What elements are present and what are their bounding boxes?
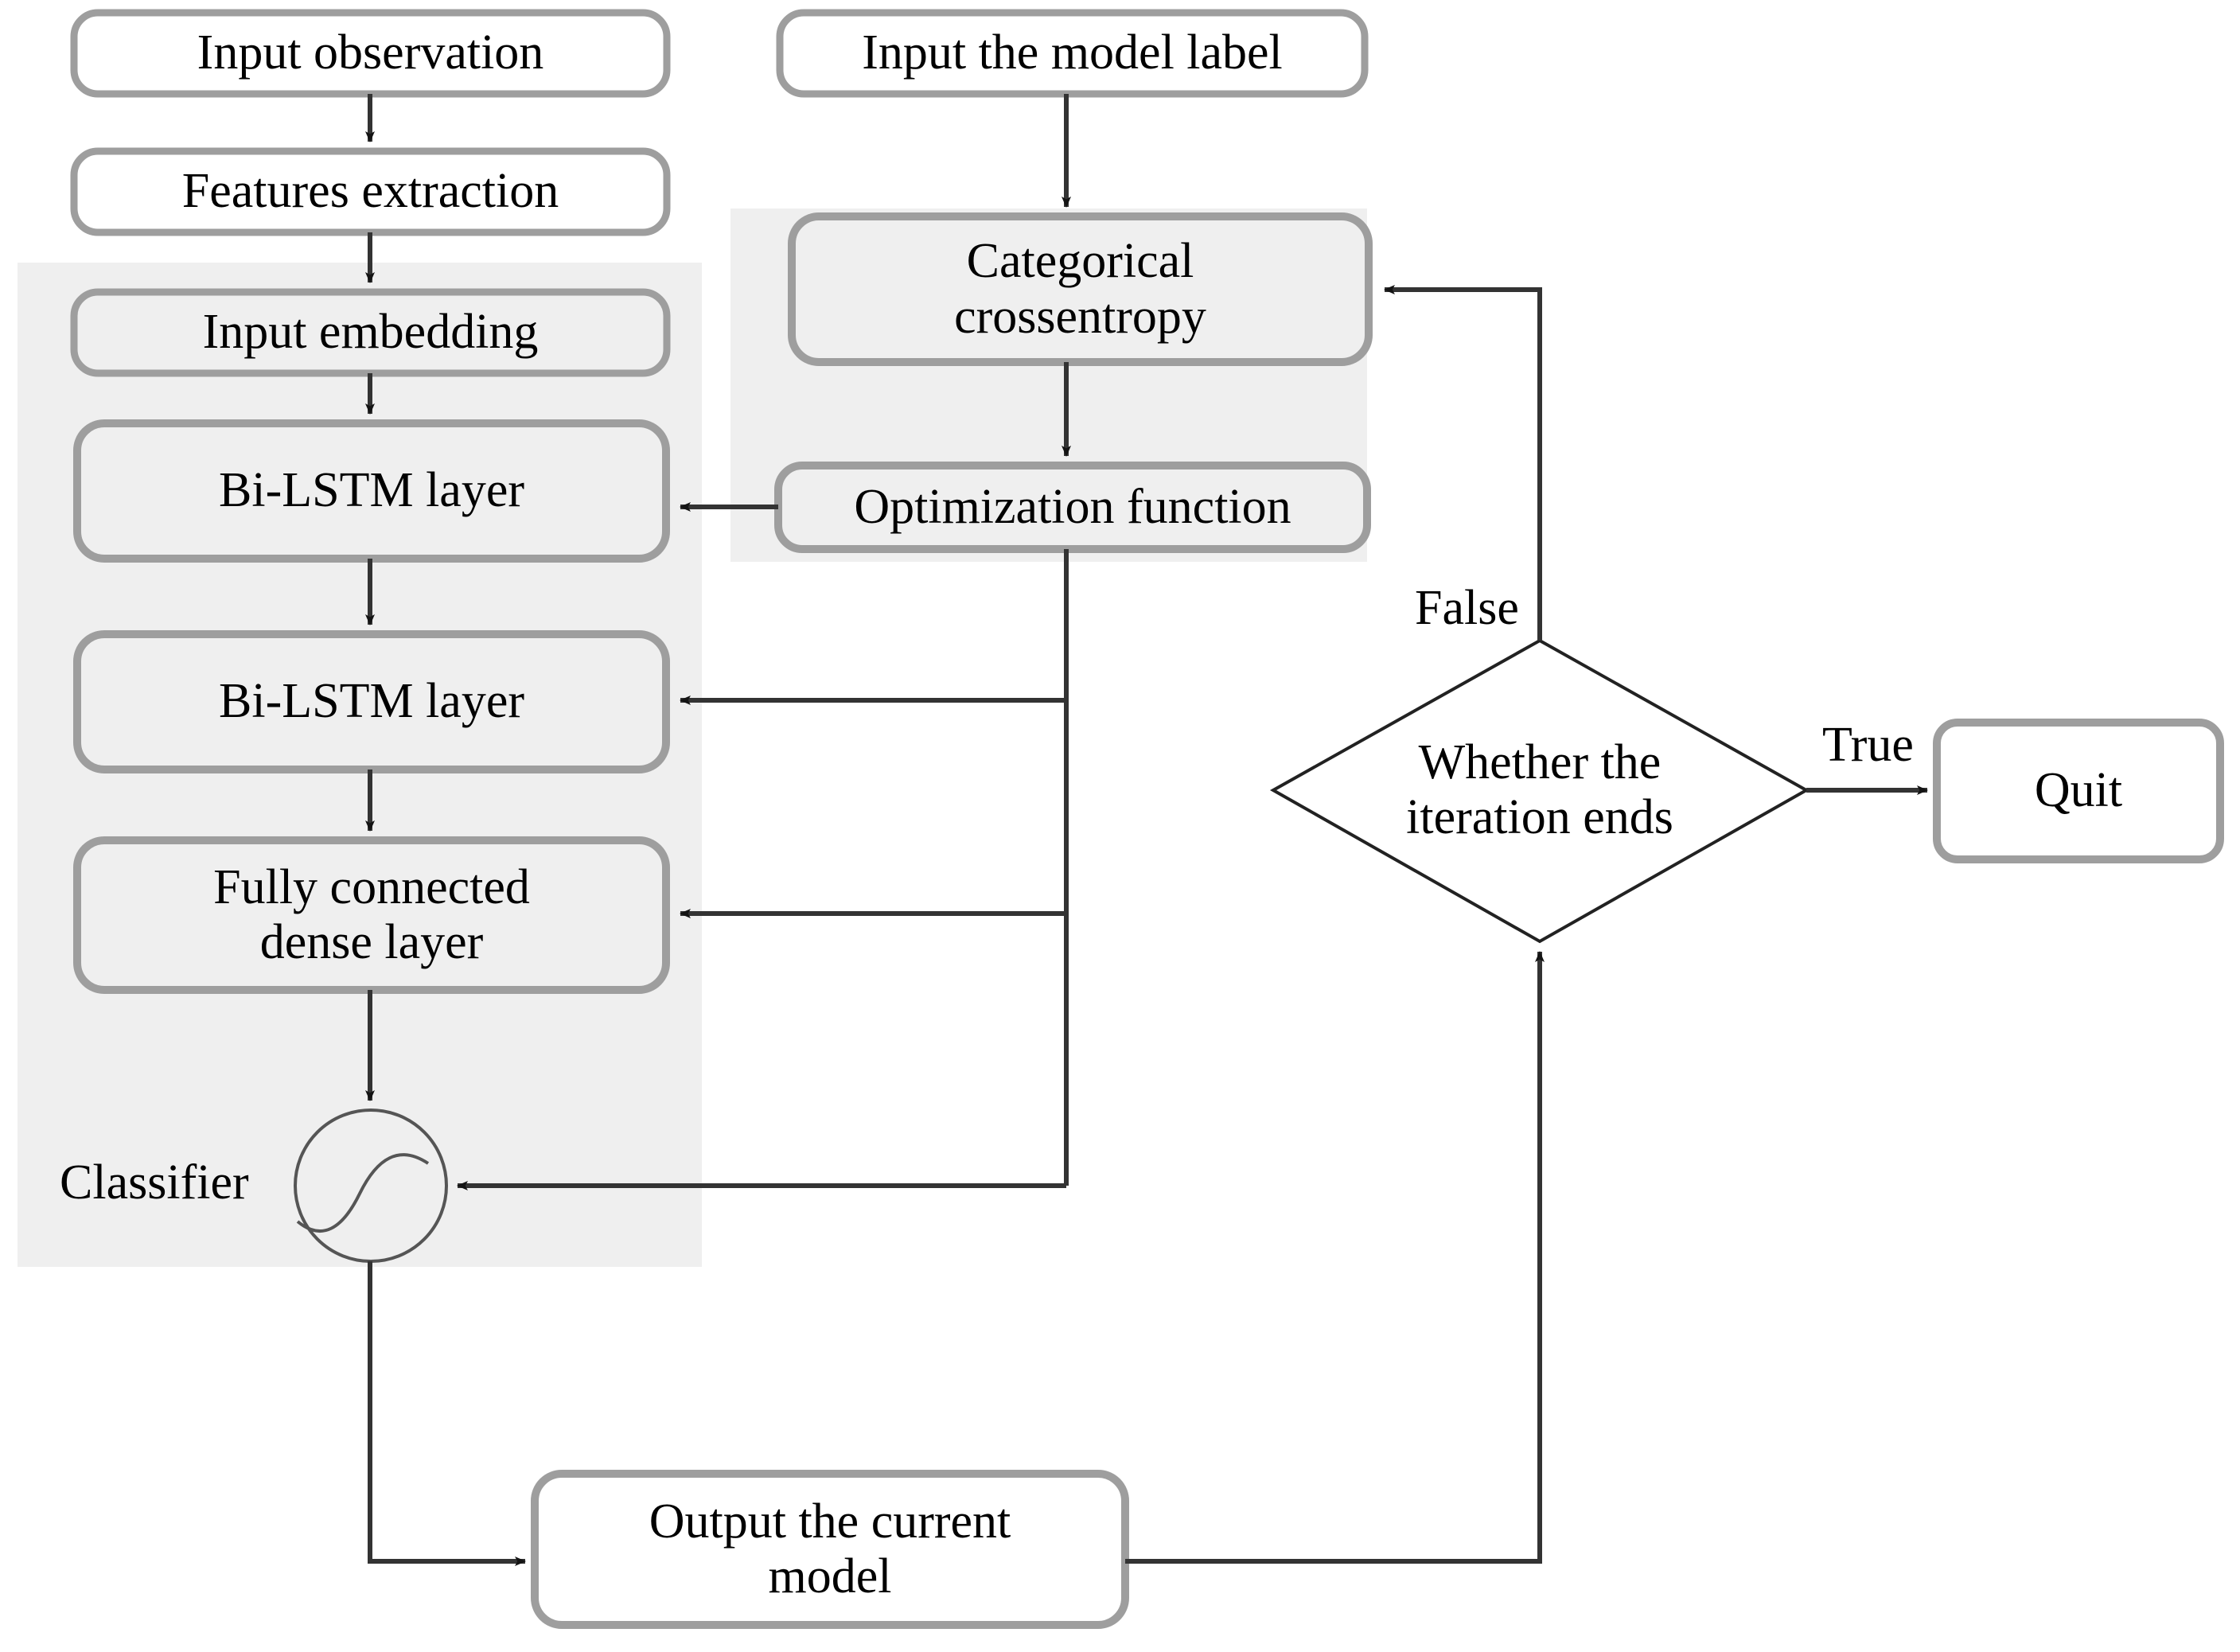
edge-classifier-to-output — [368, 1261, 526, 1566]
node-output-current-model — [531, 1470, 1129, 1629]
node-bilstm-layer-1 — [73, 419, 670, 563]
node-quit — [1933, 719, 2224, 863]
node-input-observation — [70, 9, 671, 98]
node-classifier — [294, 1108, 448, 1263]
node-input-model-label — [776, 9, 1369, 98]
node-input-embedding — [70, 288, 671, 377]
node-categorical-crossentropy — [788, 212, 1373, 366]
label-true-branch: True — [1822, 718, 1914, 772]
node-optimization-function — [774, 462, 1371, 553]
edge-output-to-decision — [1125, 951, 1545, 1564]
node-features-extraction — [70, 147, 671, 236]
edge-false-to-crossentropy — [1384, 285, 1542, 641]
label-false-branch: False — [1415, 581, 1519, 635]
label-classifier: Classifier — [60, 1155, 249, 1210]
node-dense-layer — [73, 836, 670, 994]
node-bilstm-layer-2 — [73, 630, 670, 773]
node-iteration-decision — [1269, 638, 1810, 944]
